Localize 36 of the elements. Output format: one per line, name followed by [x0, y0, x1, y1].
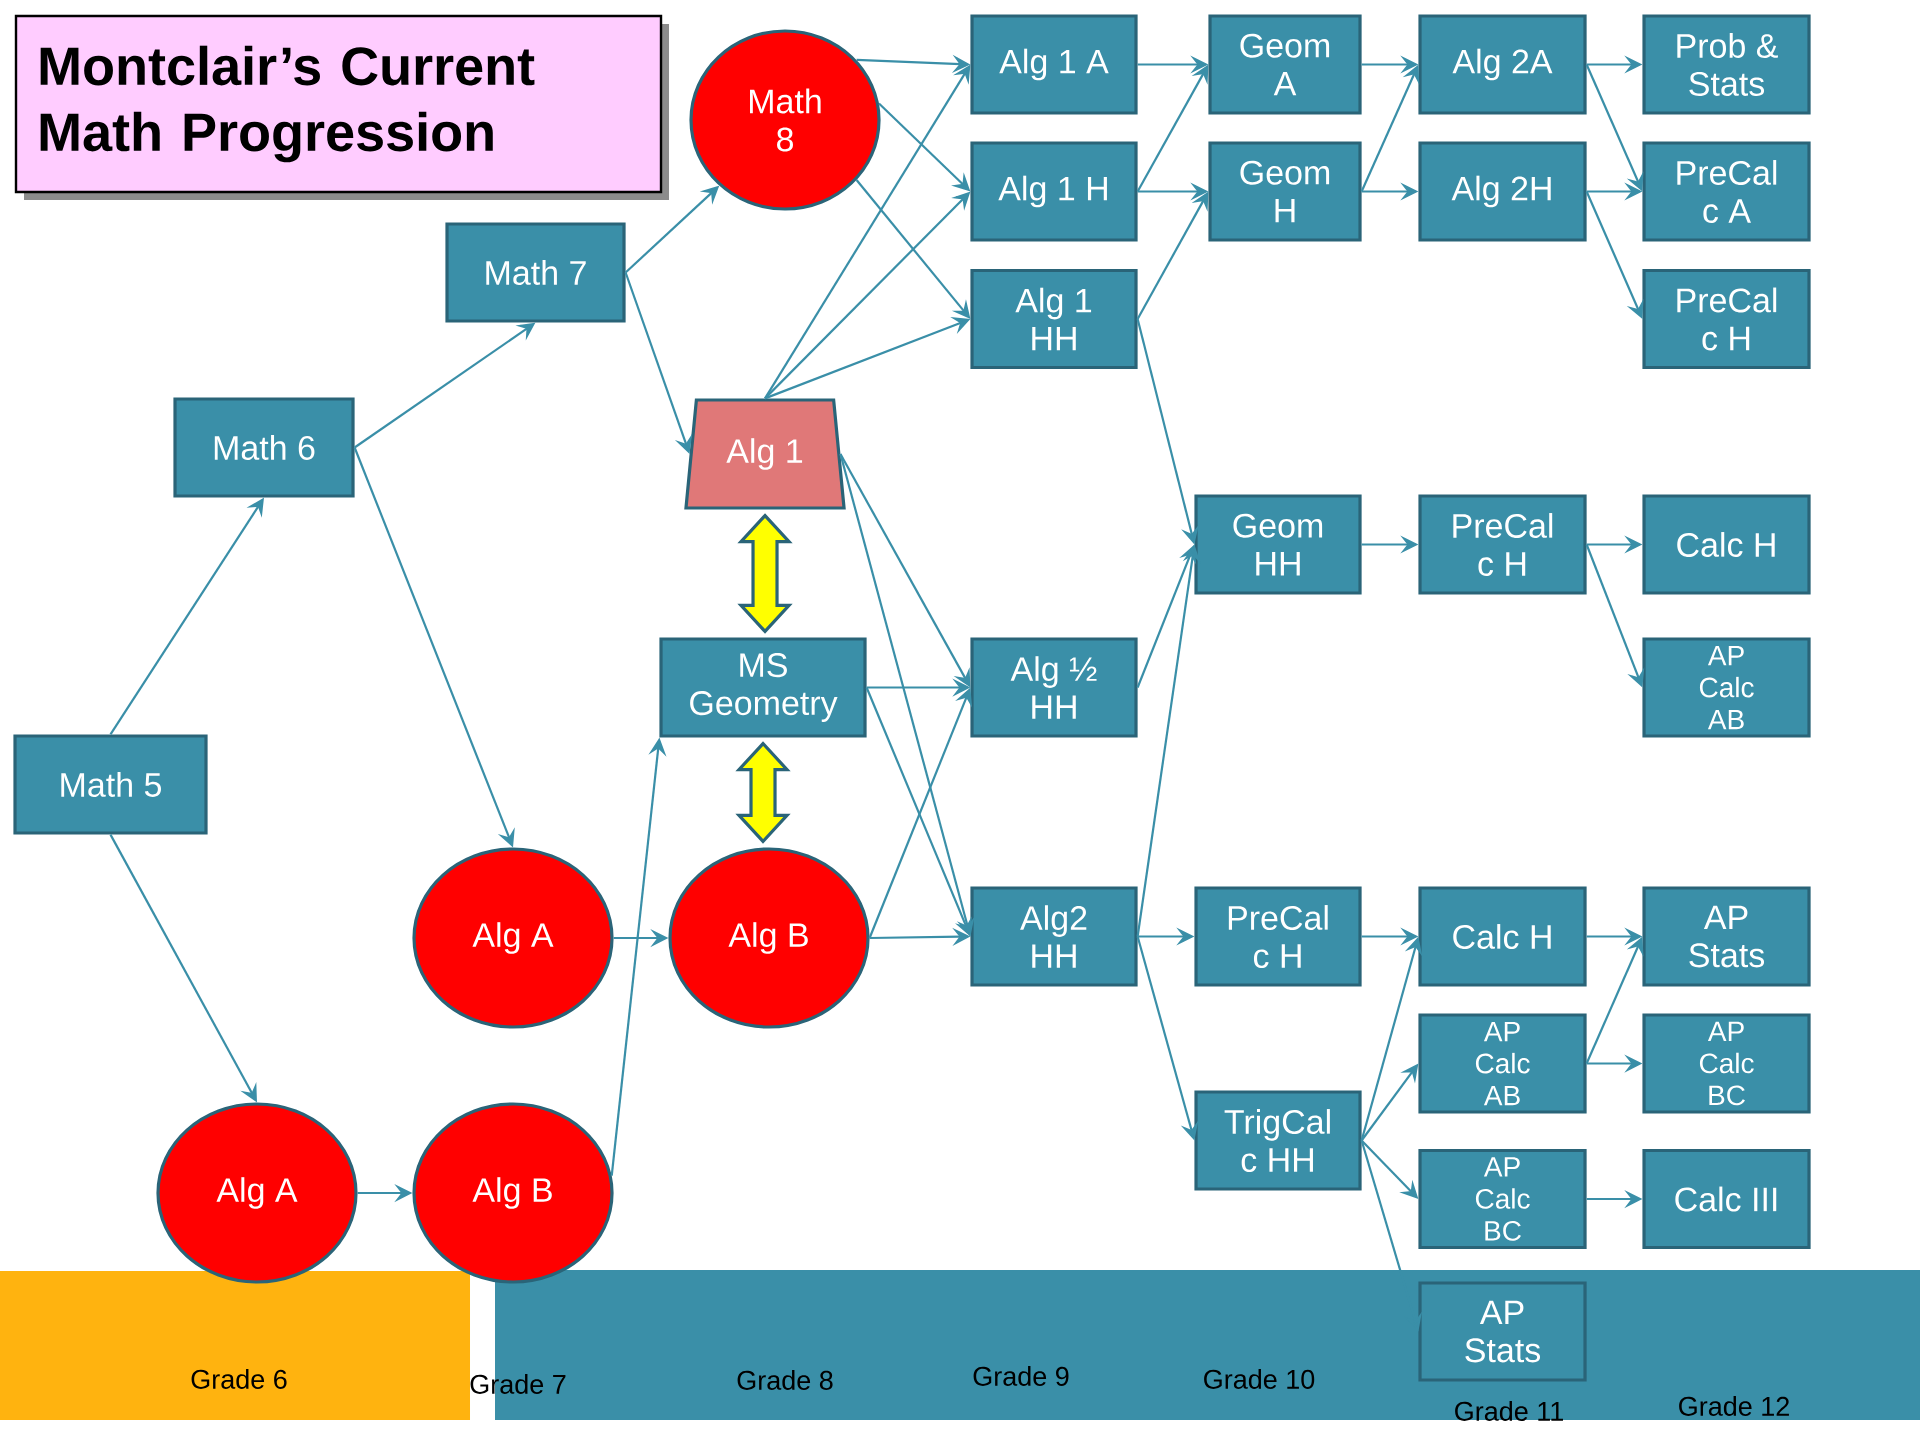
course-box: PreCal c H	[1194, 886, 1362, 987]
course-box: Geom H	[1208, 141, 1362, 242]
course-box: TrigCal c HH	[1194, 1090, 1362, 1191]
course-box: PreCal c H	[1418, 494, 1587, 595]
course-box: AP Stats	[1642, 886, 1811, 987]
grade-label: Grade 9	[973, 1366, 1069, 1386]
course-trapezoid: Alg 1	[684, 398, 846, 510]
course-box: Alg 2H	[1418, 141, 1587, 242]
course-box: Alg 1 H	[970, 141, 1138, 242]
grade-label: Grade 12	[1679, 1396, 1789, 1416]
course-box: Alg 1 HH	[970, 268, 1138, 370]
course-box: AP Calc BC	[1418, 1148, 1587, 1250]
course-box: AP Calc AB	[1418, 1013, 1587, 1114]
grade-label: Grade 8	[737, 1370, 833, 1390]
course-box: Geom A	[1208, 14, 1362, 115]
course-box: AP Stats	[1418, 1281, 1587, 1382]
course-box: AP Calc AB	[1642, 637, 1811, 738]
grade-label: Grade 6	[191, 1369, 287, 1389]
title-box: Montclair’s Current Math Progression	[14, 14, 669, 200]
course-box: Alg ½ HH	[970, 637, 1138, 738]
course-box: Calc III	[1642, 1148, 1811, 1250]
course-box: Alg 2A	[1418, 14, 1587, 115]
course-box: Alg 1 A	[970, 14, 1138, 115]
course-box: Calc H	[1642, 494, 1811, 595]
course-box: Geom HH	[1194, 494, 1362, 595]
course-box: PreCal c H	[1642, 268, 1811, 370]
course-box: AP Calc BC	[1642, 1013, 1811, 1114]
course-box: Prob & Stats	[1642, 14, 1811, 115]
course-box: Alg2 HH	[970, 886, 1138, 987]
course-box: Math 6	[173, 397, 355, 498]
grade-label: Grade 10	[1204, 1369, 1315, 1389]
course-box: Calc H	[1418, 886, 1587, 987]
course-box: MS Geometry	[659, 637, 867, 738]
course-box: PreCal c A	[1642, 141, 1811, 242]
course-box: Math 7	[445, 222, 626, 323]
course-box: Math 5	[13, 734, 208, 835]
